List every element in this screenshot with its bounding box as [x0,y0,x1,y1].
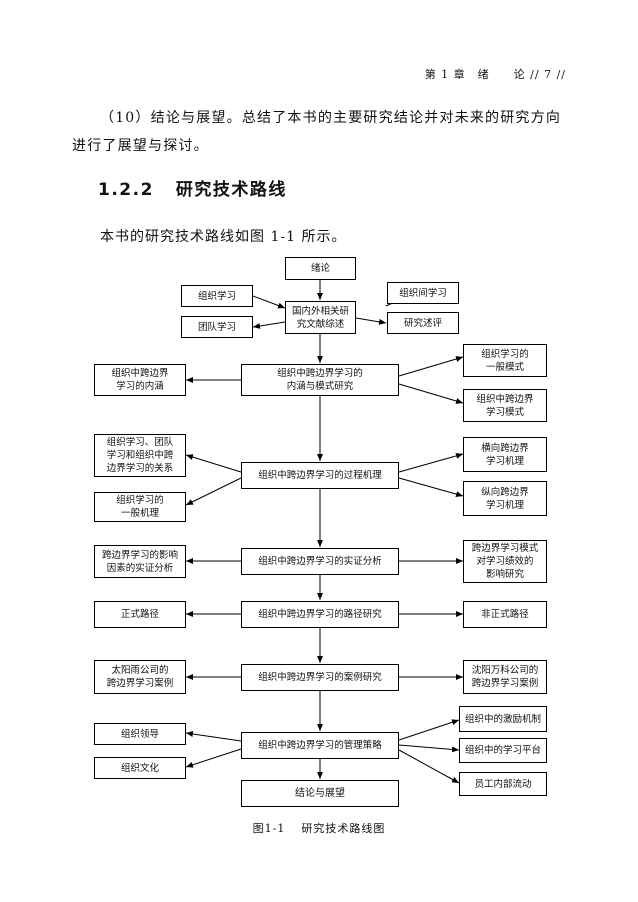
connotation-pattern-box: 组织中跨边界学习的 内涵与模式研究 [241,364,399,396]
org-learning-box: 组织学习 [181,285,253,307]
inter-org-learning-box: 组织间学习 [387,282,459,304]
formal-path-box: 正式路径 [94,601,186,628]
vanke-case-box: 沈阳万科公司的 跨边界学习案例 [463,660,547,694]
general-pattern-box: 组织学习的 一般模式 [463,344,547,377]
connotation-box: 组织中跨边界 学习的内涵 [94,364,186,396]
process-mechanism-box: 组织中跨边界学习的过程机理 [241,462,399,489]
incentive-box: 组织中的激励机制 [459,706,547,732]
research-review-box: 研究述评 [387,312,459,334]
intro-sentence: 本书的研究技术路线如图 1-1 所示。 [100,229,347,245]
management-strategy-box: 组织中跨边界学习的管理策略 [241,732,399,759]
internal-mobility-box: 员工内部流动 [459,772,547,796]
literature-review-box: 国内外相关研 究文献综述 [285,301,356,334]
section-number: 1.2.2 [98,180,154,200]
boundary-pattern-box: 组织中跨边界 学习模式 [463,389,547,422]
factor-analysis-box: 跨边界学习的影响 因素的实证分析 [94,545,186,578]
general-mechanism-box: 组织学习的 一般机理 [94,492,186,522]
section-title: 研究技术路线 [175,180,287,200]
figure-number: 图1-1 [252,822,286,835]
sunrain-case-box: 太阳雨公司的 跨边界学习案例 [94,660,186,694]
vertical-mechanism-box: 纵向跨边界 学习机理 [463,481,547,516]
conclusion-paragraph: （10）结论与展望。总结了本书的主要研究结论并对未来的研究方向进行了展望与探讨。 [72,110,562,154]
team-learning-box: 团队学习 [181,316,253,338]
performance-impact-box: 跨边界学习模式 对学习绩效的 影响研究 [463,540,547,583]
empirical-analysis-box: 组织中跨边界学习的实证分析 [241,548,399,575]
path-research-box: 组织中跨边界学习的路径研究 [241,601,399,628]
leadership-box: 组织领导 [94,723,186,745]
culture-box: 组织文化 [94,757,186,779]
running-head: 第 1 章 绪 论 // 7 // [424,68,566,81]
case-study-box: 组织中跨边界学习的案例研究 [241,664,399,691]
figure-caption: 图1-1 研究技术路线图 [0,820,638,836]
section-heading: 1.2.2 研究技术路线 [98,175,287,200]
relationship-box: 组织学习、团队 学习和组织中跨 边界学习的关系 [94,434,186,477]
intro-box: 绪论 [285,257,356,280]
conclusion-box: 结论与展望 [241,780,399,807]
informal-path-box: 非正式路径 [463,601,547,628]
learning-platform-box: 组织中的学习平台 [459,738,547,763]
figure-title: 研究技术路线图 [301,822,386,835]
horizontal-mechanism-box: 横向跨边界 学习机理 [463,437,547,472]
